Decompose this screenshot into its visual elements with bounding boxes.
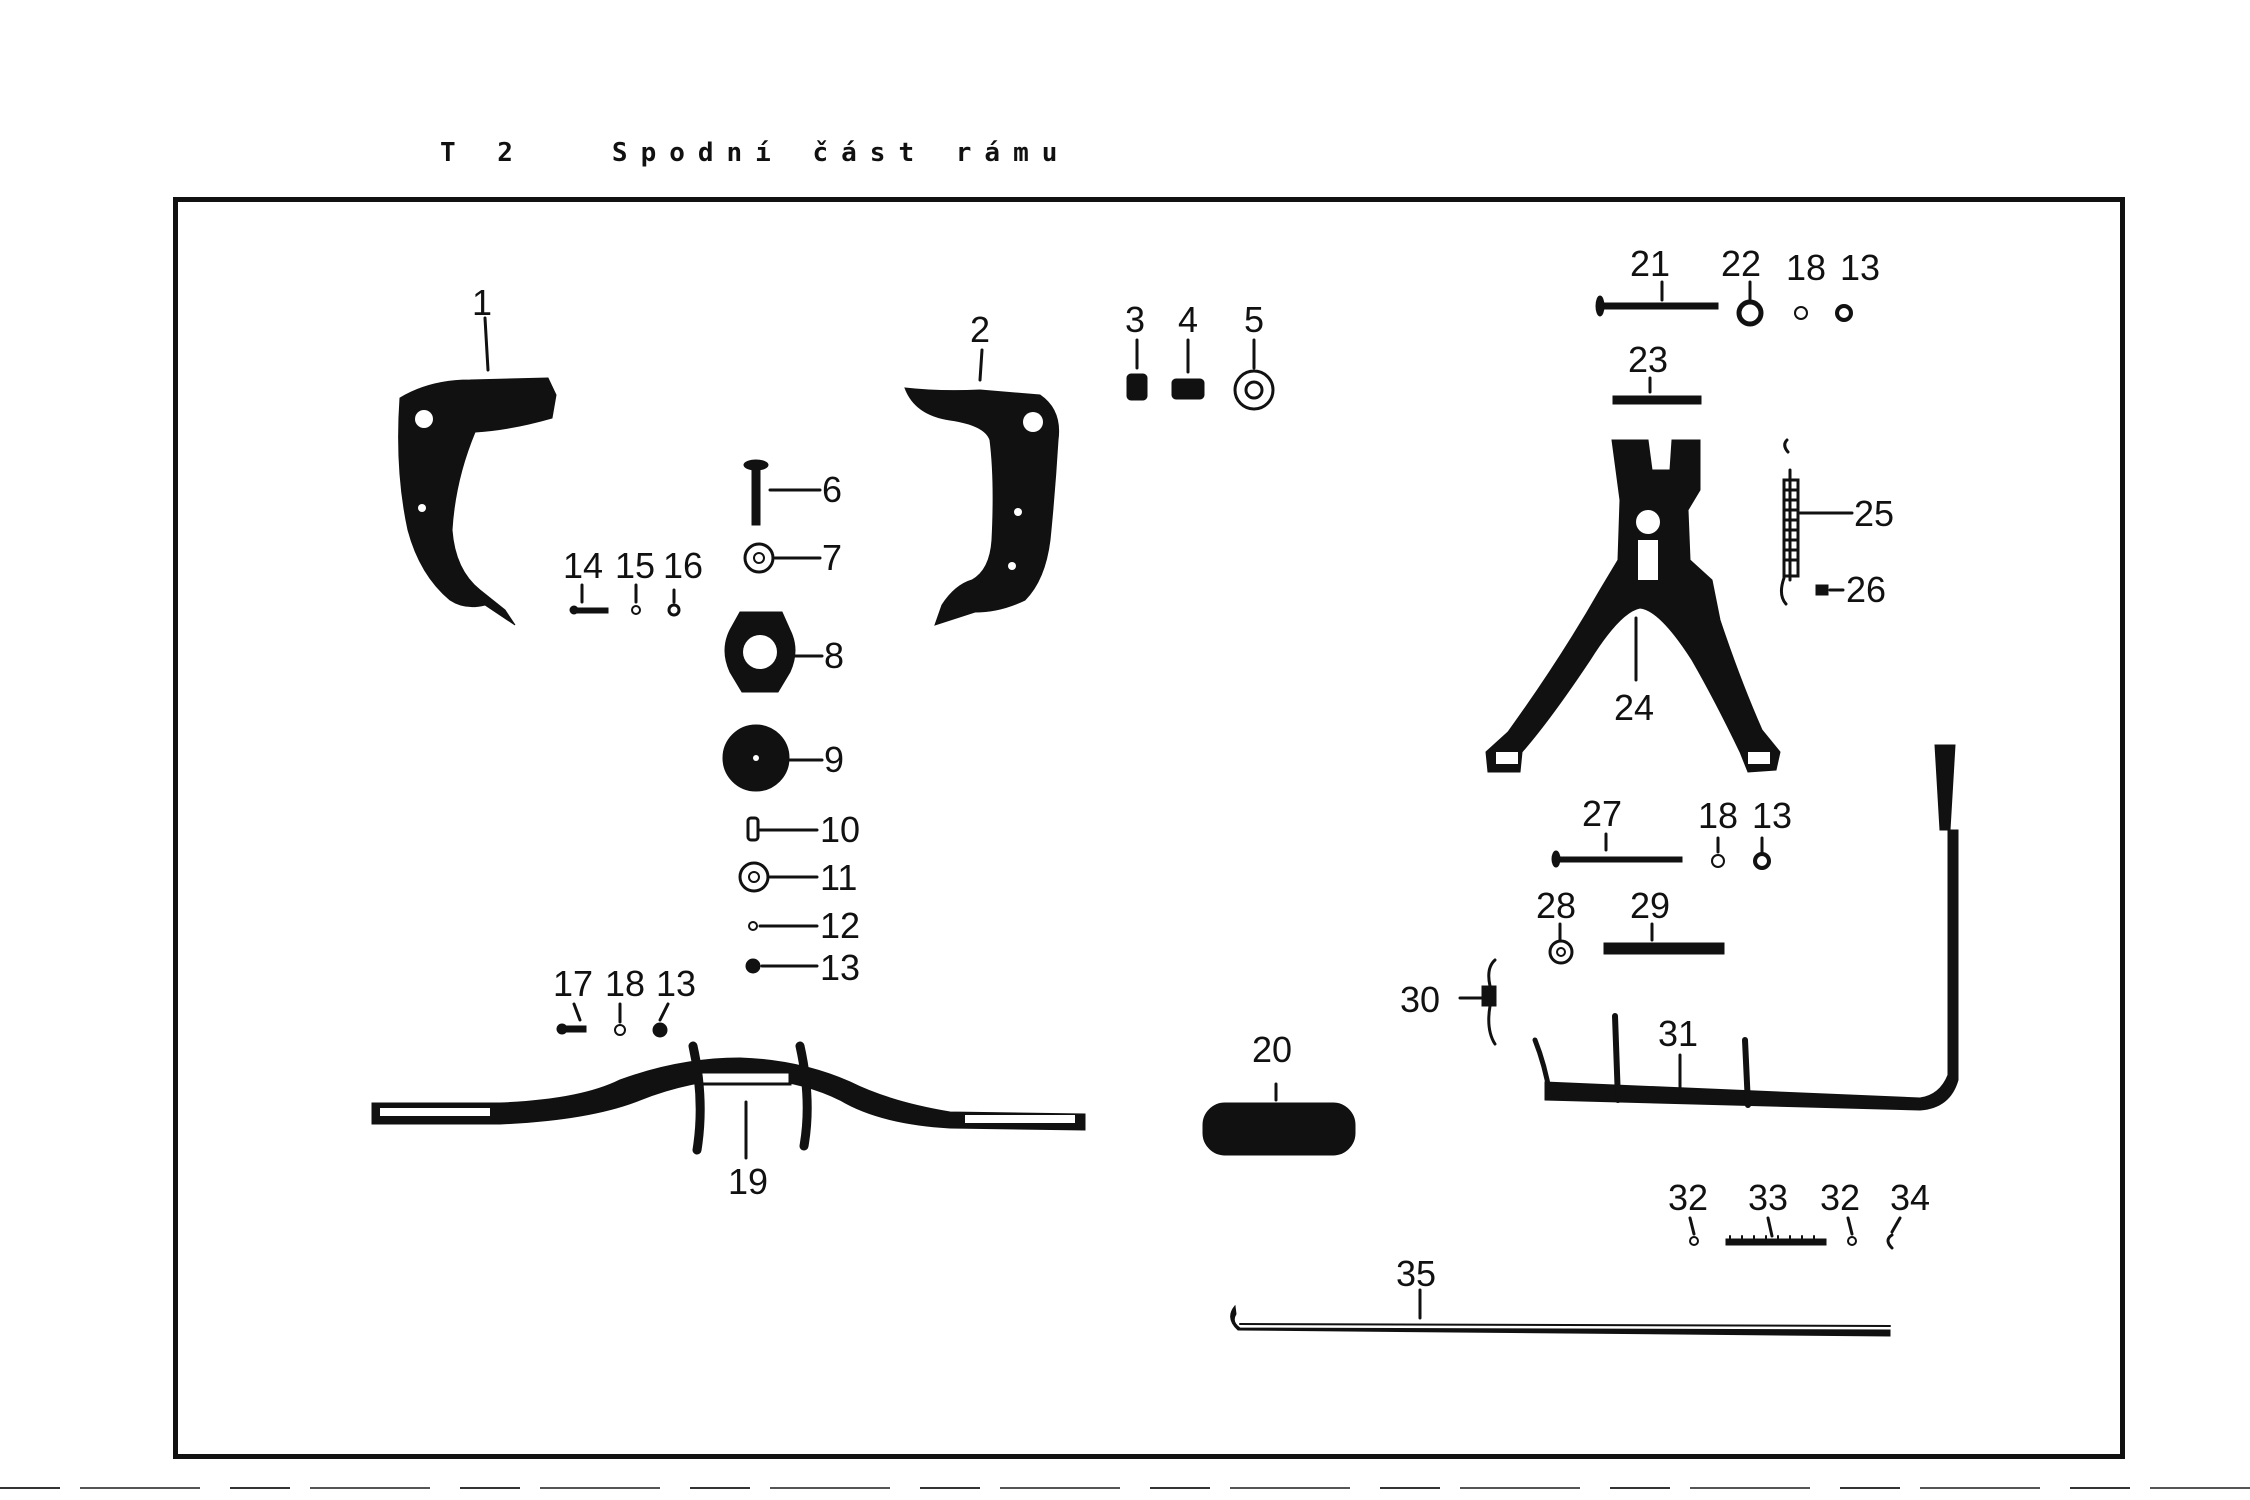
part-18-washer-c [1711, 854, 1725, 868]
callout-18: 18 [605, 963, 646, 1004]
callout-29: 29 [1630, 885, 1671, 926]
part-34-clip [1886, 1233, 1894, 1250]
callout-27: 27 [1582, 793, 1623, 834]
callout-15: 15 [615, 545, 656, 586]
callout-21: 21 [1630, 243, 1671, 284]
part-21-bolt [1599, 302, 1719, 310]
part-16-nut [667, 603, 681, 617]
callout-19: 19 [728, 1161, 769, 1202]
callout-25: 25 [1854, 493, 1895, 534]
part-5-washer [1233, 369, 1275, 411]
part-31-side-stand [1544, 829, 1959, 1111]
callout-13d: 13 [1752, 795, 1793, 836]
part-28-washer [1548, 939, 1574, 965]
callout-16: 16 [663, 545, 704, 586]
part-22-washer [1736, 299, 1764, 327]
callout-12: 12 [820, 905, 861, 946]
part-23-pin [1612, 395, 1702, 405]
part-10-spacer [746, 816, 760, 842]
part-13-nut-b [652, 1022, 668, 1038]
callout-10: 10 [820, 809, 861, 850]
callout-28: 28 [1536, 885, 1577, 926]
scan-edge-line [0, 1487, 2250, 1489]
part-13-nut-d [1753, 852, 1771, 870]
part-32-washer [1689, 1236, 1699, 1246]
part-3-bushing [1126, 373, 1148, 401]
part-13-nut-c [1835, 304, 1853, 322]
callout-35: 35 [1396, 1253, 1437, 1294]
part-32-washer-b [1847, 1236, 1857, 1246]
callout-11: 11 [820, 857, 858, 898]
callout-23: 23 [1628, 339, 1669, 380]
part-29-pin [1603, 942, 1725, 955]
page-title: T 2 Spodní část rámu [440, 138, 1071, 168]
part-4-sleeve [1171, 378, 1205, 400]
part-7-washer [743, 542, 775, 574]
callout-5: 5 [1244, 299, 1265, 340]
callout-9: 9 [824, 739, 845, 780]
callout-33: 33 [1748, 1177, 1789, 1218]
part-13-nut [745, 958, 761, 974]
callout-32b: 32 [1820, 1177, 1861, 1218]
callout-2: 2 [970, 309, 991, 350]
callout-20: 20 [1252, 1029, 1293, 1070]
part-25-spring [1783, 438, 1792, 582]
part-26-clip [1815, 584, 1829, 596]
part-20-rubber-grip [1202, 1102, 1356, 1156]
callout-13: 13 [820, 947, 861, 988]
part-2-bracket [904, 387, 1060, 626]
callout-4: 4 [1178, 299, 1199, 340]
part-35-rod [1230, 1304, 1891, 1337]
callout-26: 26 [1846, 569, 1887, 610]
callout-18b: 18 [1786, 247, 1827, 288]
callout-22: 22 [1721, 243, 1762, 284]
callout-18c: 18 [1698, 795, 1739, 836]
part-18-washer-b [1794, 306, 1808, 320]
callout-3: 3 [1125, 299, 1146, 340]
callout-6: 6 [822, 469, 843, 510]
callout-7: 7 [822, 537, 843, 578]
callout-30: 30 [1400, 979, 1441, 1020]
part-33-spring [1725, 1238, 1827, 1246]
part-12-spring-washer [748, 921, 758, 931]
callout-8: 8 [824, 635, 845, 676]
diagram-frame [173, 197, 2125, 1459]
part-18-washer [614, 1024, 626, 1036]
part-19-footrest-bar [371, 1057, 1086, 1131]
part-11-washer [738, 861, 770, 893]
callout-31: 31 [1658, 1013, 1699, 1054]
part-24-center-stand [1485, 439, 1781, 773]
callout-34: 34 [1890, 1177, 1931, 1218]
callout-17: 17 [553, 963, 594, 1004]
part-1-bracket [398, 377, 557, 626]
callout-24: 24 [1614, 687, 1655, 728]
part-15-washer [631, 605, 641, 615]
callout-1: 1 [472, 282, 493, 323]
callout-32: 32 [1668, 1177, 1709, 1218]
callout-13c: 13 [1840, 247, 1881, 288]
part-27-bolt [1553, 856, 1683, 863]
callout-13b: 13 [656, 963, 697, 1004]
part-30-spring [1481, 985, 1497, 1007]
callout-14: 14 [563, 545, 604, 586]
